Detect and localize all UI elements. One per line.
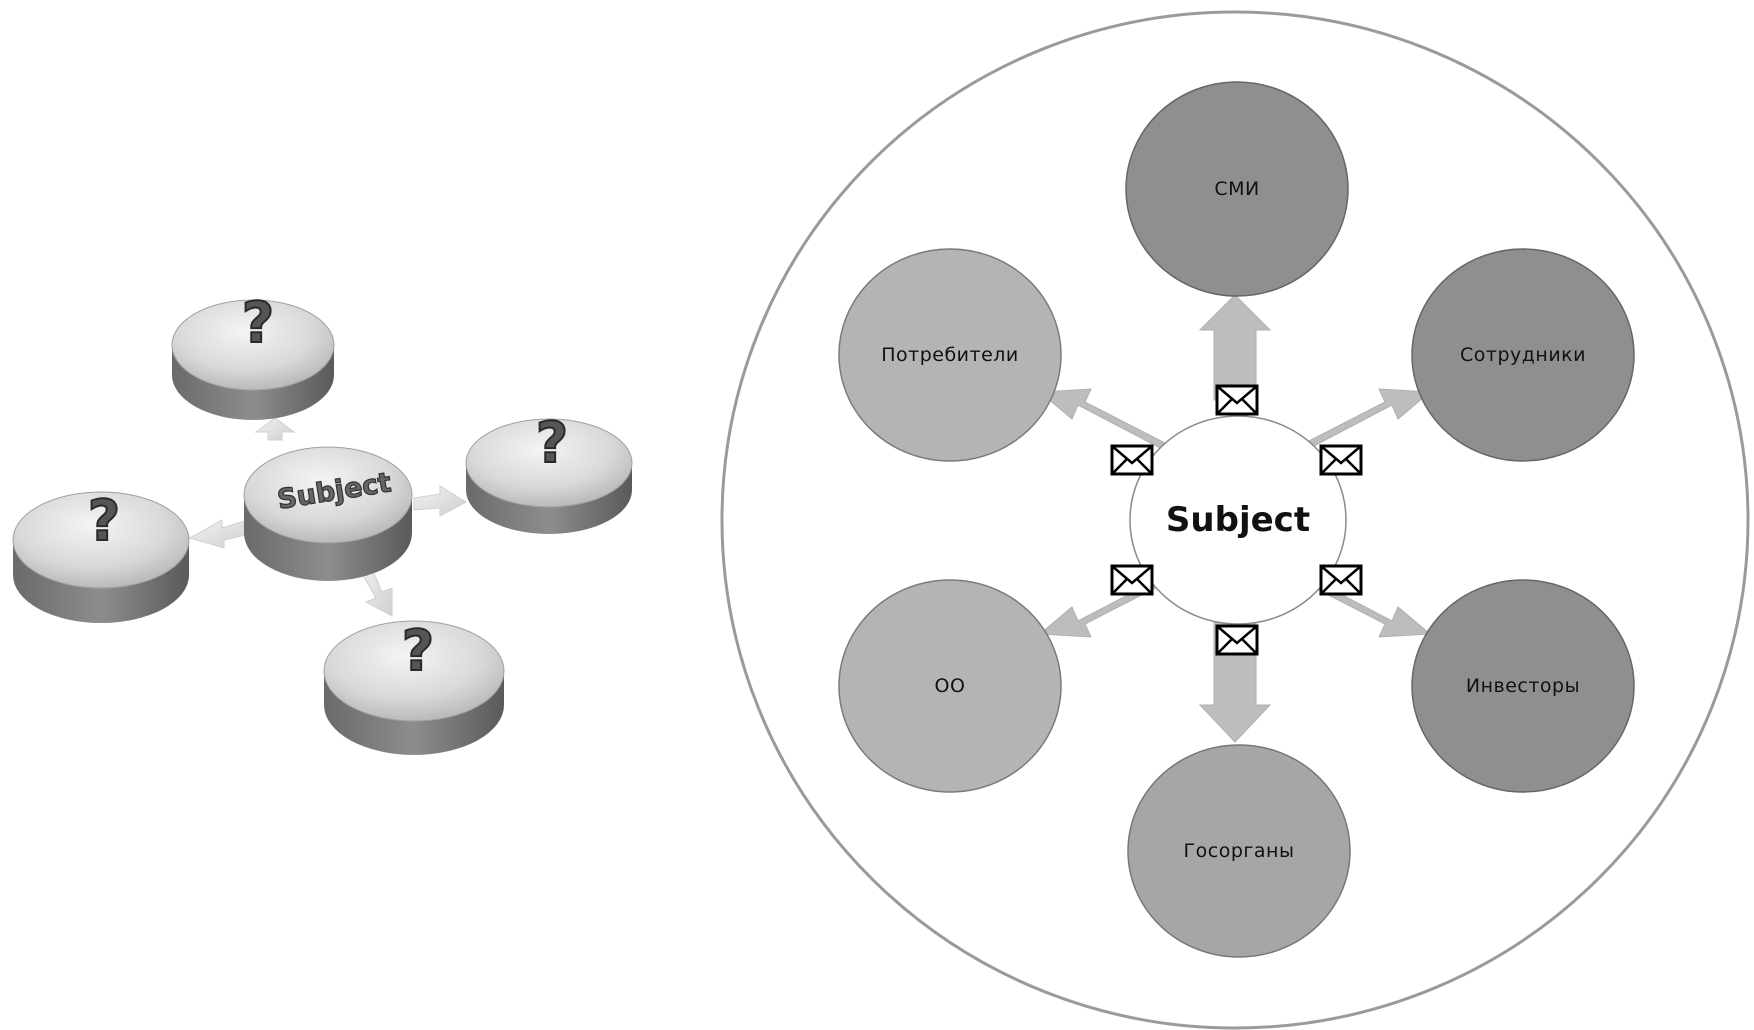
- arrow-to-right: [413, 485, 468, 517]
- node-upper-left: Потребители: [838, 248, 1062, 462]
- arrow-to-upper-right: [1301, 388, 1432, 449]
- node-top-label: СМИ: [1214, 178, 1259, 200]
- unknown-cap-bottom: ?: [323, 618, 505, 755]
- node-lower-right-label: Инвесторы: [1466, 675, 1580, 697]
- node-lower-left-label: ОО: [935, 675, 966, 697]
- unknown-cap-right: ?: [465, 410, 633, 534]
- node-upper-right-label: Сотрудники: [1460, 344, 1586, 366]
- subject-node: Subject: [1129, 415, 1347, 625]
- question-mark-bottom: ?: [402, 619, 434, 684]
- unknown-cap-top: ?: [171, 290, 335, 420]
- node-bottom: Госорганы: [1127, 744, 1351, 958]
- envelope-icon: [1215, 384, 1259, 416]
- left-diagram: ? ? ? Subject ?: [12, 290, 633, 755]
- envelope-icon: [1319, 564, 1363, 596]
- node-lower-left: ОО: [838, 579, 1062, 793]
- unknown-cap-left: ?: [12, 488, 190, 623]
- subject-node-label: Subject: [1166, 500, 1310, 540]
- question-mark-right: ?: [536, 411, 568, 476]
- arrow-to-top: [254, 417, 296, 441]
- subject-cap: Subject: [243, 446, 413, 581]
- arrow-to-upper-left: [1038, 388, 1169, 449]
- node-top: СМИ: [1125, 81, 1349, 297]
- node-upper-left-label: Потребители: [881, 344, 1019, 366]
- envelope-icon: [1215, 624, 1259, 656]
- envelope-icon: [1110, 564, 1154, 596]
- envelope-icon: [1319, 444, 1363, 476]
- node-lower-right: Инвесторы: [1411, 579, 1635, 793]
- node-upper-right: Сотрудники: [1411, 248, 1635, 462]
- question-mark-left: ?: [88, 489, 120, 554]
- envelope-icon: [1110, 444, 1154, 476]
- right-diagram: СМИ Потребители Сотрудники ОО Инвесторы …: [720, 10, 1750, 1030]
- node-bottom-label: Госорганы: [1184, 840, 1295, 862]
- arrow-to-left: [188, 519, 251, 549]
- question-mark-top: ?: [242, 291, 274, 356]
